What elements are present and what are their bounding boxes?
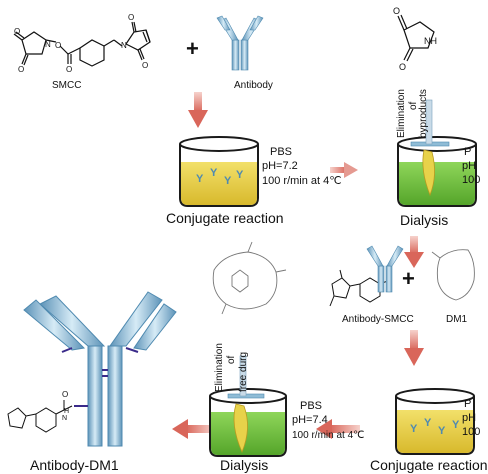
- step4-buffer: PBS: [300, 400, 323, 412]
- smcc-oxygen-1: O: [14, 27, 20, 36]
- plus-sign-top: +: [186, 36, 199, 61]
- succinimide-byproduct: [397, 14, 435, 62]
- svg-text:Y: Y: [236, 169, 244, 181]
- step1-buffer: PBS: [270, 146, 293, 158]
- step3-caption: Conjugate reaction: [370, 457, 488, 473]
- beaker-dialysis-top: [397, 99, 477, 207]
- step1-conditions: 100 r/min at 4℃: [262, 175, 342, 187]
- antibody-smcc-structure: [329, 245, 404, 307]
- dm1-label: DM1: [446, 314, 468, 325]
- antibody-icon: [216, 15, 264, 71]
- step1-caption: Conjugate reaction: [166, 210, 284, 226]
- byproduct-oxygen-2: O: [399, 62, 406, 72]
- dm1-linker-oxygen: O: [62, 390, 68, 399]
- step2-buffer-partial: P: [464, 146, 472, 158]
- smcc-nitrogen-2: N: [121, 41, 127, 50]
- step2-ph-partial: pH: [462, 160, 477, 172]
- smcc-nitrogen-1: N: [45, 40, 51, 49]
- product-label: Antibody-DM1: [30, 457, 119, 473]
- dm1-linker-structure: [7, 400, 73, 433]
- smcc-oxygen-3: O: [55, 41, 61, 50]
- svg-text:Y: Y: [410, 423, 418, 435]
- byproduct-oxygen-1: O: [393, 6, 400, 16]
- svg-text:Y: Y: [224, 175, 232, 187]
- smcc-oxygen-2: O: [18, 65, 24, 74]
- smcc-oxygen-6: O: [142, 61, 148, 70]
- step4-ph: pH=7.4: [292, 414, 328, 426]
- plus-sign-bottom: +: [402, 266, 415, 291]
- arrow-left-2: [172, 419, 214, 439]
- antibody-smcc-label: Antibody-SMCC: [342, 314, 414, 325]
- step3-buffer-partial: P: [464, 398, 472, 410]
- step4-elimination-line2: of: [226, 355, 237, 364]
- arrow-down-1: [188, 92, 208, 128]
- step4-elimination-line1: Elimination: [214, 343, 225, 392]
- conjugation-workflow-diagram: O O N O O N O O O O NH: [7, 6, 477, 457]
- svg-text:Y: Y: [196, 173, 204, 185]
- beaker-dialysis-bottom: [209, 355, 287, 457]
- smcc-oxygen-5: O: [128, 13, 134, 22]
- dm1-linker-n: N: [62, 415, 67, 422]
- step4-elimination-line3: free durg: [238, 351, 249, 392]
- step2-elimination-line1: Elimination: [396, 89, 407, 138]
- step4-conditions: 100 r/min at 4℃: [292, 430, 365, 441]
- svg-text:Y: Y: [438, 425, 446, 437]
- svg-text:Y: Y: [452, 419, 460, 431]
- step3-ph-partial: pH: [462, 412, 477, 424]
- arrow-down-3: [404, 330, 424, 366]
- arrow-left-1: [316, 419, 360, 439]
- dm1-structure: [212, 241, 287, 315]
- smcc-oxygen-4: O: [66, 65, 72, 74]
- step2-caption: Dialysis: [400, 212, 449, 228]
- smcc-structure: [13, 21, 151, 67]
- smcc-label: SMCC: [52, 80, 82, 91]
- arrow-down-2: [404, 236, 424, 268]
- arrow-right-1: [330, 162, 358, 178]
- step4-caption: Dialysis: [220, 457, 269, 473]
- antibody-label: Antibody: [234, 80, 273, 91]
- svg-text:Y: Y: [210, 167, 218, 179]
- antibody-dm1-product: [23, 291, 177, 447]
- dm1-structure-right: [431, 249, 475, 301]
- dm1-linker-nh: H: [64, 408, 69, 415]
- step3-conditions-partial: 100: [462, 426, 481, 438]
- step1-ph: pH=7.2: [262, 160, 298, 172]
- byproduct-nh: NH: [424, 36, 437, 46]
- step2-elimination-line3: byproducts: [418, 89, 429, 138]
- svg-text:Y: Y: [424, 417, 432, 429]
- step2-conditions-partial: 100: [462, 174, 481, 186]
